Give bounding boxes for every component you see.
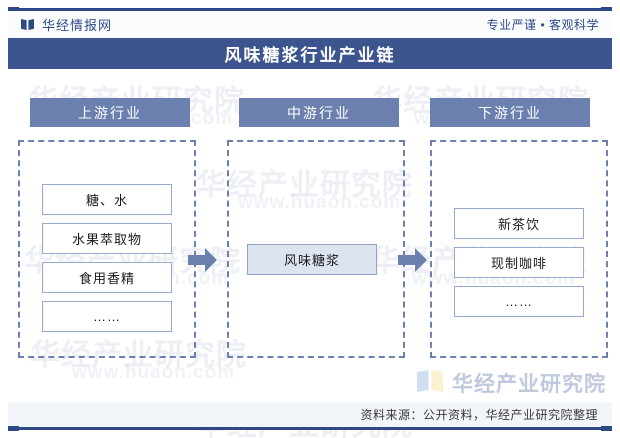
source-note: 资料来源：公开资料，华经产业研究院整理: [360, 408, 598, 422]
node-label: 新茶饮: [497, 217, 540, 232]
column-header-label: 下游行业: [478, 104, 542, 121]
arrow-upstream-to-midstream-icon: [188, 247, 218, 273]
node-label: 现制咖啡: [490, 256, 547, 271]
column-downstream: 下游行业 新茶饮 现制咖啡 ……: [430, 69, 620, 372]
column-header-upstream: 上游行业: [30, 98, 190, 127]
brand-name: 华经情报网: [42, 18, 113, 33]
node-label: 风味糖浆: [283, 253, 340, 268]
column-upstream: 上游行业 糖、水 水果萃取物 食用香精 ……: [14, 69, 206, 372]
brand-bar: 华经情报网 专业严谨 • 客观科学: [8, 11, 612, 38]
corner-logo-watermark: 华经产业研究院: [415, 368, 606, 398]
dashed-container-midstream: [227, 140, 405, 358]
node-downstream-3[interactable]: ……: [454, 286, 584, 317]
node-downstream-1[interactable]: 新茶饮: [454, 208, 584, 239]
chart-title-bar: 风味糖浆行业产业链: [8, 38, 612, 69]
brand-tagline: 专业严谨 • 客观科学: [486, 18, 599, 32]
bottom-divider: [8, 426, 612, 431]
node-upstream-1[interactable]: 糖、水: [42, 184, 172, 215]
node-label: ……: [505, 294, 533, 309]
node-label: 糖、水: [85, 193, 128, 208]
column-header-label: 中游行业: [287, 104, 351, 121]
top-divider: [8, 7, 612, 12]
column-header-downstream: 下游行业: [430, 98, 590, 127]
corner-logo-text: 华经产业研究院: [452, 373, 606, 396]
open-book-icon: [415, 369, 445, 398]
page-title: 风味糖浆行业产业链: [224, 46, 396, 65]
node-upstream-2[interactable]: 水果萃取物: [42, 223, 172, 254]
node-upstream-3[interactable]: 食用香精: [42, 262, 172, 293]
node-upstream-4[interactable]: ……: [42, 301, 172, 332]
dashed-container-downstream: [430, 140, 608, 358]
footer-source-band: 资料来源：公开资料，华经产业研究院整理: [8, 402, 612, 427]
node-label: ……: [93, 309, 121, 324]
column-header-label: 上游行业: [78, 104, 142, 121]
column-header-midstream: 中游行业: [239, 98, 399, 127]
column-midstream: 中游行业 风味糖浆: [223, 69, 415, 372]
node-label: 水果萃取物: [71, 232, 142, 247]
dashed-container-upstream: [18, 140, 196, 358]
arrow-midstream-to-downstream-icon: [398, 247, 428, 273]
brand-left-group: 华经情报网: [20, 15, 112, 34]
open-book-icon: [20, 17, 35, 32]
value-chain-columns: 上游行业 糖、水 水果萃取物 食用香精 …… 中游行业 风味糖浆: [0, 69, 620, 372]
node-downstream-2[interactable]: 现制咖啡: [454, 247, 584, 278]
node-midstream-1[interactable]: 风味糖浆: [247, 244, 377, 275]
node-label: 食用香精: [78, 271, 135, 286]
